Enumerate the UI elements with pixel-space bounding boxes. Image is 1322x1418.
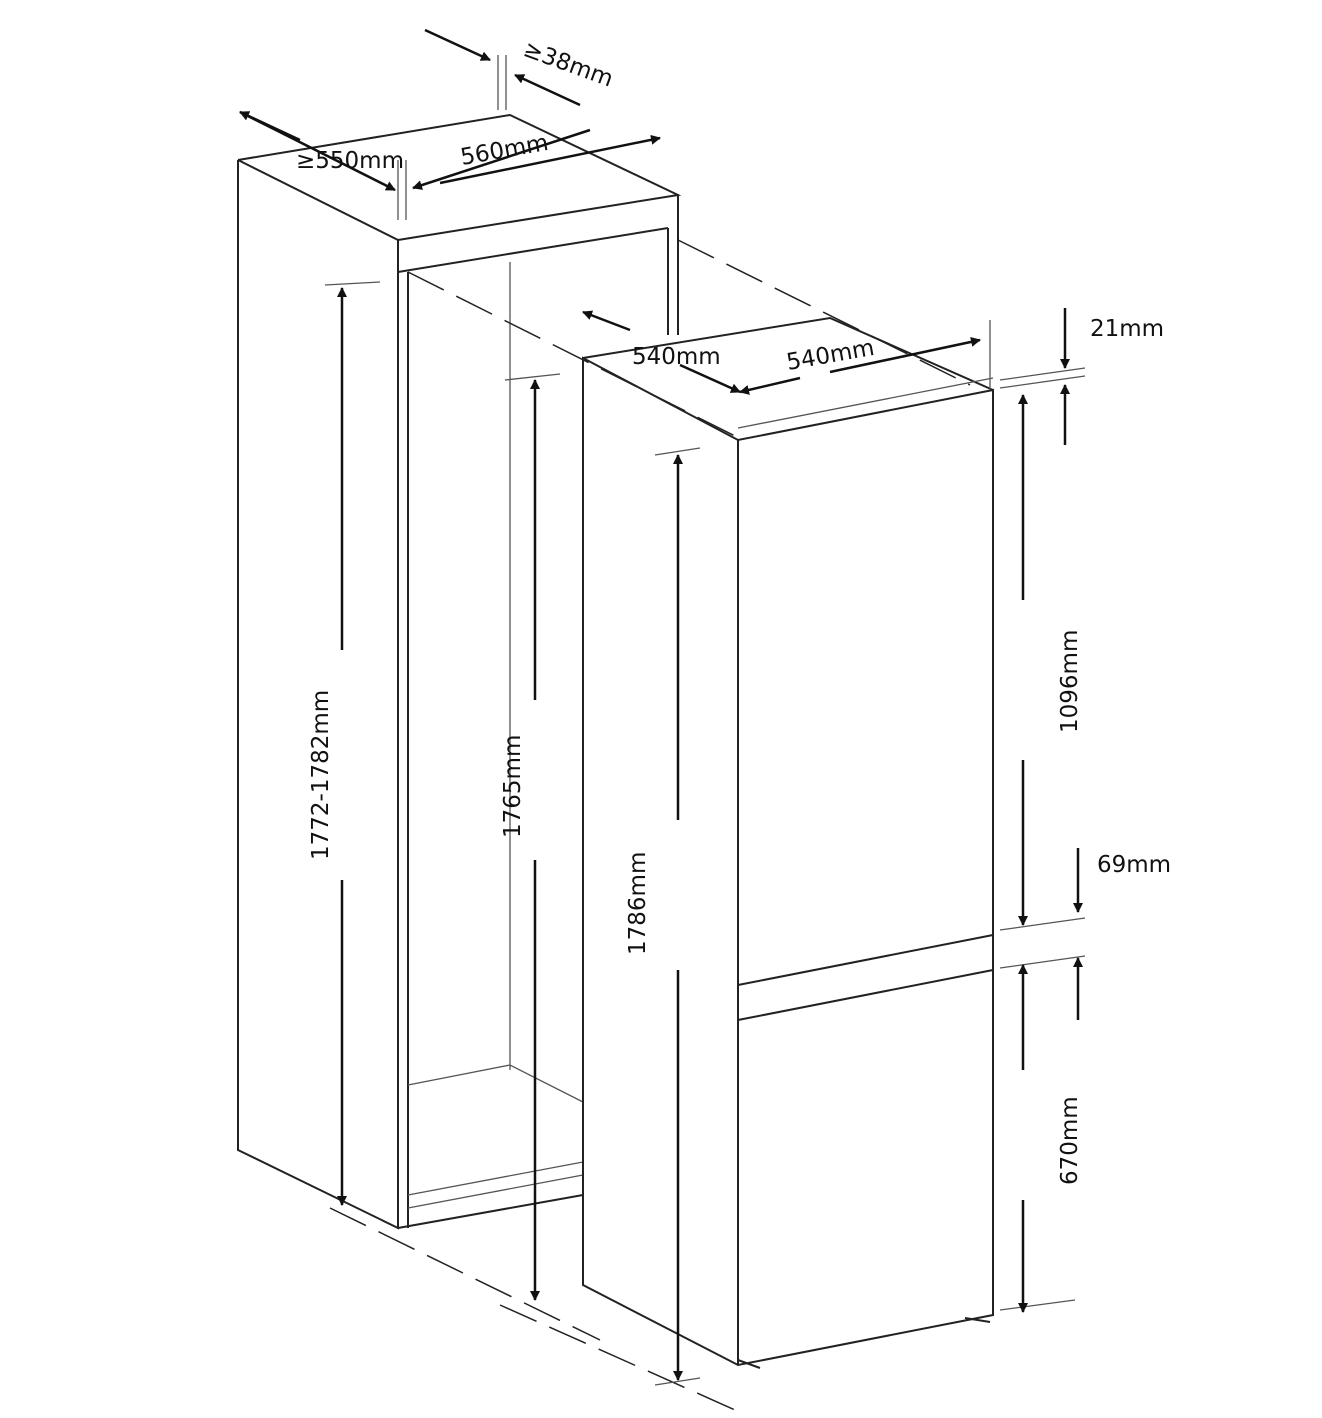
dimension-arrows [239, 28, 1083, 1381]
label-lower-door-height: 670mm [1057, 1096, 1083, 1185]
appliance [582, 316, 994, 1369]
label-niche-depth: ≥550mm [296, 148, 404, 174]
extension-lines [324, 55, 1086, 1411]
label-appliance-width: 540mm [785, 335, 877, 376]
label-niche-width: 560mm [459, 130, 551, 171]
label-niche-height: 1772-1782mm [308, 690, 334, 860]
label-top-gap: 21mm [1090, 316, 1164, 342]
cabinet-niche [237, 113, 682, 1230]
label-door-clearance-height: 1765mm [500, 735, 526, 838]
label-door-gap: 69mm [1097, 852, 1171, 878]
label-appliance-height: 1786mm [625, 852, 651, 955]
label-appliance-depth: 540mm [632, 344, 721, 370]
label-upper-door-height: 1096mm [1057, 630, 1083, 733]
